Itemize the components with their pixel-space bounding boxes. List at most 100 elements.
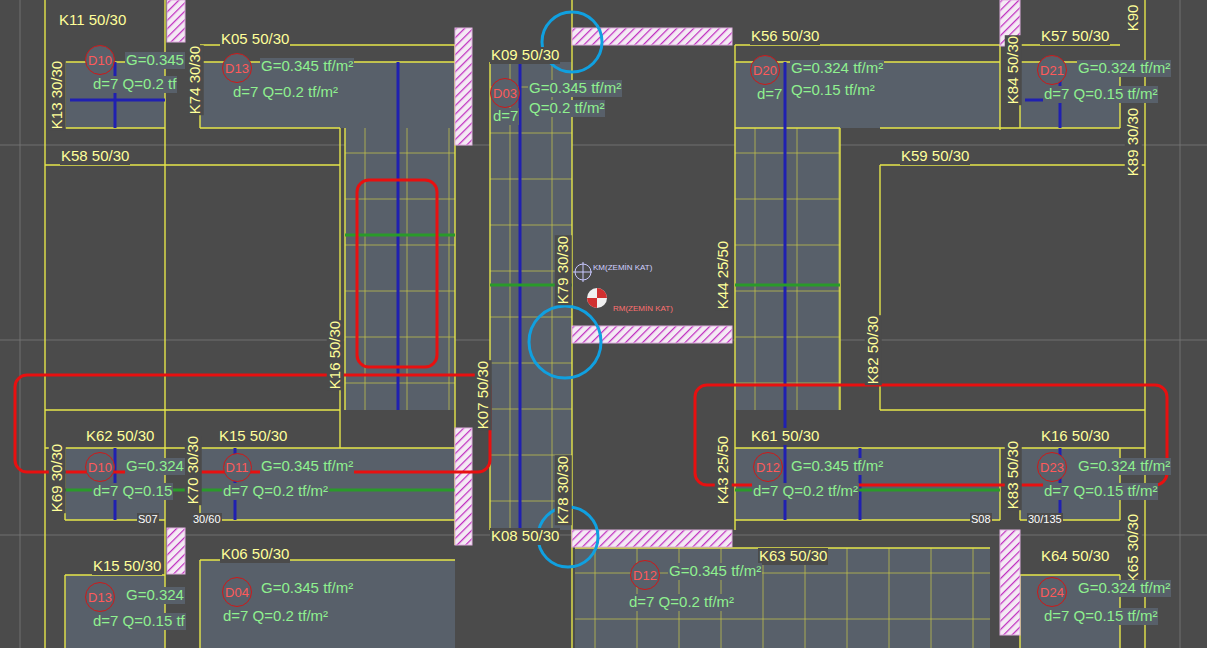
- center-label: KM(ZEMİN KAT): [592, 264, 653, 273]
- beam-line: [64, 575, 65, 648]
- mesh-line: [755, 128, 756, 410]
- highlight-frame: [15, 375, 490, 472]
- beam-line: [999, 45, 1000, 130]
- rigidity-center-fill: [587, 288, 607, 308]
- slab-area: [65, 575, 165, 648]
- beam-label: K56 50/30: [750, 28, 820, 45]
- column-label: S07: [137, 513, 159, 525]
- beam-label: K74 30/30: [187, 45, 204, 115]
- beam-label: K79 30/30: [555, 235, 572, 305]
- beam-line: [199, 560, 200, 648]
- beam-label: K64 50/30: [1040, 548, 1110, 565]
- shear-wall: [572, 28, 732, 45]
- beam-label: K89 30/30: [1125, 107, 1142, 177]
- beam-label: K15 50/30: [218, 428, 288, 445]
- load-text: d=7: [492, 108, 519, 125]
- slab-name: D12: [633, 569, 657, 582]
- slab-name: D21: [1040, 64, 1064, 77]
- slab-area: [200, 560, 455, 648]
- mesh-line: [839, 128, 840, 410]
- beam-line: [735, 44, 1120, 45]
- load-text: d=7 Q=0.15: [92, 483, 173, 500]
- column-label: S08: [970, 513, 992, 525]
- beam-label: K05 50/30: [220, 31, 290, 48]
- center-label: RM(ZEMİN KAT): [612, 305, 674, 314]
- beam-label: K62 50/30: [85, 428, 155, 445]
- slab-name: D11: [226, 461, 249, 474]
- slab-area: [345, 128, 455, 410]
- slab-tag: D12: [753, 452, 783, 482]
- shear-wall: [167, 528, 185, 574]
- shear-wall: [572, 326, 732, 343]
- slab-name: D13: [88, 591, 112, 604]
- shear-wall: [455, 428, 472, 545]
- load-text: G=0.345 tf/m²: [668, 563, 762, 580]
- beam-line: [735, 127, 840, 128]
- load-text: G=0.345 tf/m²: [260, 580, 354, 597]
- slab-tag: D04: [222, 577, 252, 607]
- mesh-line: [595, 548, 596, 648]
- load-text: Q=0.2 tf/m²: [528, 100, 605, 117]
- mesh-line: [735, 199, 840, 200]
- slab-name: D10: [88, 54, 112, 67]
- mesh-line: [735, 291, 840, 292]
- load-text: d=7 Q=0.15 tf: [92, 613, 186, 630]
- beam-label: K08 50/30: [490, 528, 560, 545]
- slab-name: D20: [753, 64, 777, 77]
- mesh-line: [490, 225, 572, 226]
- load-text: d=7 Q=0.2 tf/m²: [232, 84, 339, 101]
- load-text: G=0.324 tf/m²: [1077, 580, 1171, 597]
- load-text: d=7: [756, 86, 783, 103]
- rebar-line: [114, 62, 117, 128]
- slab-area: [735, 128, 840, 410]
- slab-tag: D10: [85, 45, 115, 75]
- mass-center-cross: [573, 262, 593, 282]
- beam-line: [45, 164, 340, 165]
- beam-label: K84 50/30: [1005, 35, 1022, 105]
- mesh-line: [575, 619, 990, 620]
- beam-label: K16 50/30: [327, 320, 344, 390]
- beam-label: K82 50/30: [865, 315, 882, 385]
- beam-label: K90: [1125, 4, 1142, 33]
- beam-line: [200, 127, 340, 128]
- rebar-line: [70, 99, 165, 102]
- slab-name: D13: [225, 62, 249, 75]
- slab-tag: D13: [222, 53, 252, 83]
- mesh-line: [490, 409, 572, 410]
- load-text: G=0.345 tf/m²: [260, 58, 354, 75]
- mesh-line: [552, 62, 553, 530]
- highlight-frame: [357, 180, 437, 367]
- mesh-line: [847, 548, 848, 648]
- mesh-line: [449, 128, 450, 410]
- beam-label: K15 50/30: [92, 558, 162, 575]
- slab-area: [575, 548, 990, 648]
- mesh-line: [490, 317, 572, 318]
- load-text: d=7 Q=0.15 tf/m²: [1043, 86, 1158, 103]
- beam-line: [44, 0, 45, 648]
- slab-tag: D23: [1037, 452, 1067, 482]
- load-text: G=0.324 tf/m²: [1077, 60, 1171, 77]
- beam-label: K59 50/30: [900, 148, 970, 165]
- load-text: G=0.345 tf/m²: [528, 80, 622, 97]
- slab-name: D04: [225, 586, 249, 599]
- slab-name: D10: [88, 461, 112, 474]
- beam-label: K16 50/30: [1040, 428, 1110, 445]
- beam-line: [880, 409, 1145, 410]
- beam-line: [735, 519, 1000, 520]
- column-label: 30/60: [192, 513, 222, 525]
- rigidity-center: [587, 288, 607, 308]
- axis-line: [0, 145, 1207, 146]
- slab-name: D12: [756, 461, 780, 474]
- mesh-line: [889, 548, 890, 648]
- beam-label: K65 30/30: [1125, 513, 1142, 583]
- mesh-line: [345, 153, 455, 154]
- mesh-line: [735, 245, 840, 246]
- load-text: d=7 Q=0.2 tf/m²: [222, 608, 329, 625]
- beam-line: [45, 409, 340, 410]
- highlight-ring: [529, 306, 601, 378]
- load-text: d=7 Q=0.15 tf/m²: [1043, 608, 1158, 625]
- beam-label: K78 30/30: [555, 455, 572, 525]
- beam-label: K61 50/30: [750, 428, 820, 445]
- rebar-line: [784, 62, 787, 520]
